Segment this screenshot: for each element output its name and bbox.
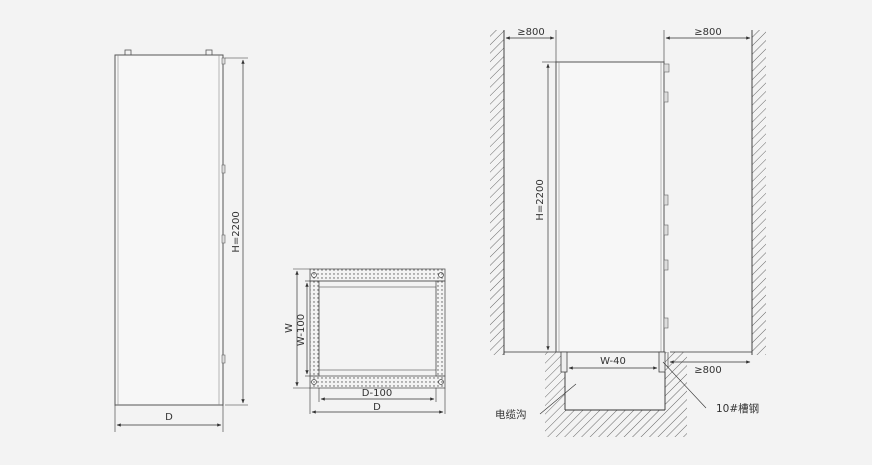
hinge [221, 354, 226, 364]
cabinet-front [114, 54, 224, 406]
plan-depth-label: D [373, 402, 381, 413]
channel-steel-right [658, 351, 666, 373]
cable-trench-leader [539, 383, 577, 415]
channel-steel-leader [662, 361, 707, 409]
lifting-eye-right [205, 49, 213, 56]
hinge [663, 317, 669, 329]
front-view: H=2200 D [114, 49, 248, 432]
right-clearance-label: ≥800 [694, 27, 721, 38]
right-wall [752, 30, 766, 355]
plan-depth-inner-label: D-100 [362, 388, 392, 399]
install-height-label: H=2200 [535, 179, 546, 220]
hinge [663, 194, 669, 206]
bolt [438, 379, 444, 385]
installation-view: ≥800 ≥800 H=2200 ≥800 W-40 电缆沟 10#槽钢 [490, 27, 766, 437]
top-rail [309, 268, 446, 282]
inner-frame [318, 286, 437, 371]
lifting-eye-left [124, 49, 132, 56]
hinge [663, 91, 669, 103]
right-side-member [435, 280, 446, 377]
trench-width-label: W-40 [600, 356, 626, 367]
front-depth-label: D [165, 412, 173, 423]
plan-width-label: W [284, 323, 295, 333]
left-clearance-label: ≥800 [517, 27, 544, 38]
trench-floor [565, 410, 665, 437]
trench-wall-left [545, 352, 565, 437]
cable-trench-label: 电缆沟 [495, 408, 527, 421]
hinge [663, 259, 669, 271]
plan-view: W W-100 D-100 D [284, 268, 446, 414]
front-height-label: H=2200 [231, 211, 242, 252]
hinge [663, 63, 670, 73]
bolt [311, 379, 317, 385]
hinge [221, 57, 226, 65]
left-wall [490, 30, 504, 355]
left-side-member [309, 280, 320, 377]
channel-steel-label: 10#槽钢 [716, 402, 759, 415]
trench-wall-right [665, 352, 687, 437]
plan-width-inner-label: W-100 [296, 314, 307, 346]
bottom-rail [309, 375, 446, 389]
bolt [438, 272, 444, 278]
rear-clearance-label: ≥800 [694, 365, 721, 376]
channel-steel-left [560, 351, 568, 373]
cabinet-side [555, 61, 665, 353]
bolt [311, 272, 317, 278]
hinge [663, 224, 669, 236]
hinge [221, 164, 226, 174]
hinge [221, 234, 226, 244]
